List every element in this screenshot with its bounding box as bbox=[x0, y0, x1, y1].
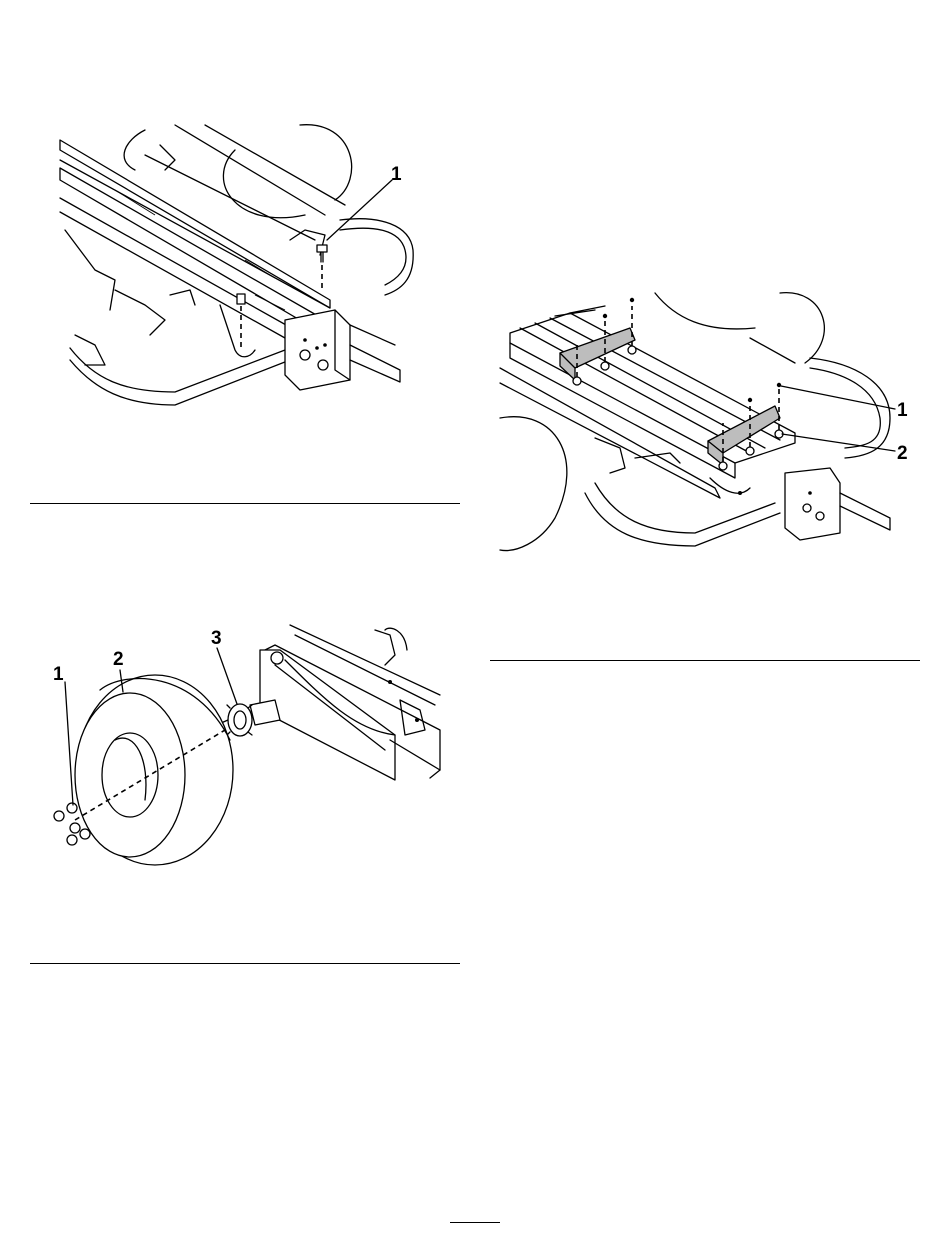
figure-3-callout-3: 3 bbox=[211, 628, 222, 649]
figure-1-callout-1: 1 bbox=[391, 164, 402, 185]
figure-1-divider bbox=[30, 503, 460, 504]
figure-3-callout-2: 2 bbox=[113, 649, 124, 670]
figure-2-plank-brackets: 1 2 bbox=[495, 288, 925, 568]
figure-3-callout-1: 1 bbox=[53, 664, 64, 685]
figure-3-wheel-install: 1 2 3 bbox=[45, 620, 455, 870]
figure-3-divider bbox=[30, 963, 460, 964]
page-number-rule bbox=[450, 1222, 500, 1223]
figure-2-callout-2: 2 bbox=[897, 443, 908, 464]
figure-2-divider bbox=[490, 660, 920, 661]
figure-1-frame-bolt: 1 bbox=[55, 120, 415, 420]
figure-2-callout-1: 1 bbox=[897, 400, 908, 421]
figure-3-illustration: 1 2 3 bbox=[45, 620, 455, 870]
figure-2-illustration: 1 2 bbox=[495, 288, 925, 568]
figure-1-illustration: 1 bbox=[55, 120, 415, 420]
